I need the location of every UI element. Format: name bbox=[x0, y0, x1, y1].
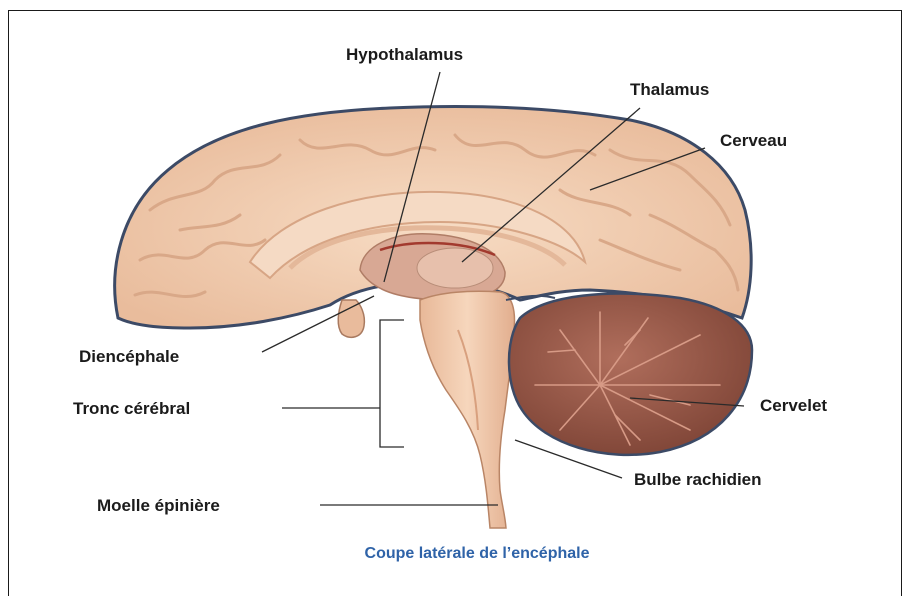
pituitary-illustration bbox=[338, 300, 364, 337]
label-hypothalamus: Hypothalamus bbox=[346, 45, 463, 64]
figure-caption: Coupe latérale de l’encéphale bbox=[365, 545, 590, 562]
label-tronc-cerebral: Tronc cérébral bbox=[73, 399, 190, 418]
bracket-tronc-cerebral bbox=[380, 320, 404, 447]
label-bulbe-rachidien: Bulbe rachidien bbox=[634, 470, 762, 489]
label-cerveau: Cerveau bbox=[720, 131, 787, 150]
label-thalamus: Thalamus bbox=[630, 80, 709, 99]
label-moelle-epiniere: Moelle épinière bbox=[97, 496, 220, 515]
label-diencephale: Diencéphale bbox=[79, 347, 179, 366]
cerebellum-illustration bbox=[509, 294, 752, 455]
label-cervelet: Cervelet bbox=[760, 396, 827, 415]
